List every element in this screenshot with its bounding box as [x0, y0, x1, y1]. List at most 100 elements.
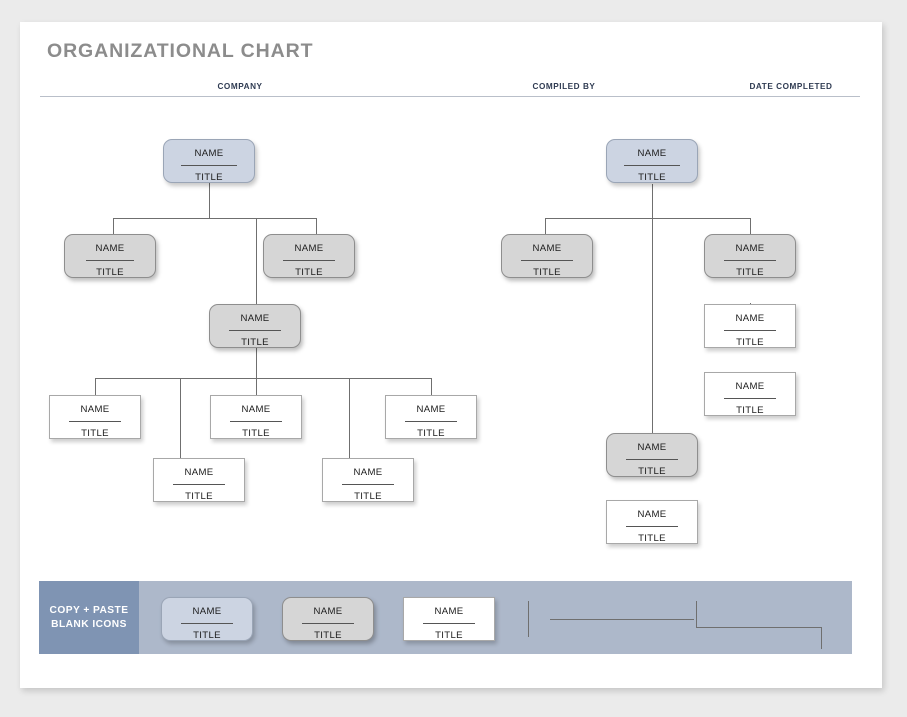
legend-bar: COPY + PASTE BLANK ICONS NAME TITLE NAME…	[39, 581, 852, 654]
org-node-name: NAME	[637, 148, 667, 159]
connector-right-to-r2a	[545, 218, 546, 245]
org-node-name: NAME	[184, 467, 214, 478]
connector-left-level2-bus	[113, 218, 316, 219]
org-node-left-l2c[interactable]: NAME TITLE	[209, 304, 301, 348]
org-node-right-r3a[interactable]: NAME TITLE	[704, 304, 796, 348]
connector-left-l2c-stem	[256, 343, 257, 378]
connector-left-root-stem	[209, 182, 210, 218]
legend-connector-elbow-vertical-left[interactable]	[696, 601, 697, 627]
org-node-name: NAME	[241, 404, 271, 415]
org-node-left-l3c[interactable]: NAME TITLE	[385, 395, 477, 439]
connector-left-to-l3c	[431, 378, 432, 406]
connector-left-to-l2c	[256, 218, 257, 315]
org-node-divider	[229, 329, 281, 331]
org-node-name: NAME	[313, 606, 343, 617]
legend-sample-gray-node[interactable]: NAME TITLE	[282, 597, 374, 641]
org-node-left-l3a[interactable]: NAME TITLE	[49, 395, 141, 439]
org-node-title: TITLE	[638, 171, 666, 183]
legend-sample-blue-node[interactable]: NAME TITLE	[161, 597, 253, 641]
org-node-title: TITLE	[295, 266, 323, 278]
org-node-left-root[interactable]: NAME TITLE	[163, 139, 255, 183]
org-node-name: NAME	[735, 381, 765, 392]
org-node-divider	[173, 483, 225, 485]
org-node-right-r4[interactable]: NAME TITLE	[606, 433, 698, 477]
org-node-title: TITLE	[435, 629, 463, 641]
org-node-title: TITLE	[193, 629, 221, 641]
connector-right-level2-bus	[545, 218, 750, 219]
header-label-compiled-by: COMPILED BY	[532, 82, 596, 91]
org-node-divider	[181, 622, 233, 624]
org-node-title: TITLE	[354, 490, 382, 502]
org-node-divider	[69, 420, 121, 422]
page-title: ORGANIZATIONAL CHART	[47, 40, 314, 62]
chart-page: ORGANIZATIONAL CHART COMPANY COMPILED BY…	[20, 22, 882, 688]
connector-left-to-l2b	[316, 218, 317, 245]
header-divider	[40, 96, 860, 97]
org-node-left-l4a[interactable]: NAME TITLE	[153, 458, 245, 502]
org-node-left-l4b[interactable]: NAME TITLE	[322, 458, 414, 502]
header-label-date-completed: DATE COMPLETED	[749, 82, 833, 91]
org-node-name: NAME	[294, 243, 324, 254]
org-node-divider	[724, 259, 776, 261]
connector-left-to-l2a	[113, 218, 114, 245]
connector-left-to-l3b	[256, 378, 257, 406]
org-node-divider	[626, 525, 678, 527]
org-node-name: NAME	[194, 148, 224, 159]
org-node-left-l2a[interactable]: NAME TITLE	[64, 234, 156, 278]
org-node-divider	[521, 259, 573, 261]
org-node-left-l2b[interactable]: NAME TITLE	[263, 234, 355, 278]
org-node-divider	[302, 622, 354, 624]
org-node-name: NAME	[637, 509, 667, 520]
legend-tag: COPY + PASTE BLANK ICONS	[39, 581, 139, 654]
org-node-divider	[724, 397, 776, 399]
org-node-title: TITLE	[314, 629, 342, 641]
connector-right-root-stem	[652, 184, 653, 218]
org-node-divider	[724, 329, 776, 331]
legend-sample-white-node[interactable]: NAME TITLE	[403, 597, 495, 641]
org-node-divider	[624, 164, 680, 166]
org-node-title: TITLE	[241, 336, 269, 348]
org-node-name: NAME	[532, 243, 562, 254]
header-label-company: COMPANY	[217, 82, 263, 91]
connector-right-center-drop	[652, 218, 653, 456]
legend-connector-vertical-line[interactable]	[528, 601, 529, 637]
org-node-name: NAME	[637, 442, 667, 453]
org-node-name: NAME	[95, 243, 125, 254]
org-node-right-r2b[interactable]: NAME TITLE	[704, 234, 796, 278]
org-node-title: TITLE	[81, 427, 109, 439]
legend-tag-line2: BLANK ICONS	[51, 618, 127, 630]
legend-connector-horizontal-line[interactable]	[550, 619, 694, 620]
org-node-title: TITLE	[533, 266, 561, 278]
org-node-name: NAME	[735, 313, 765, 324]
org-node-name: NAME	[434, 606, 464, 617]
org-node-title: TITLE	[736, 266, 764, 278]
org-node-name: NAME	[240, 313, 270, 324]
org-node-right-r3b[interactable]: NAME TITLE	[704, 372, 796, 416]
legend-connector-elbow-vertical-right[interactable]	[821, 627, 822, 649]
legend-tag-line1: COPY + PASTE	[49, 604, 129, 616]
org-node-name: NAME	[735, 243, 765, 254]
org-node-title: TITLE	[96, 266, 124, 278]
org-node-right-r2a[interactable]: NAME TITLE	[501, 234, 593, 278]
org-node-divider	[181, 164, 237, 166]
connector-left-to-l3a	[95, 378, 96, 406]
org-node-divider	[405, 420, 457, 422]
org-node-title: TITLE	[638, 465, 666, 477]
org-node-title: TITLE	[185, 490, 213, 502]
org-node-name: NAME	[80, 404, 110, 415]
org-node-title: TITLE	[242, 427, 270, 439]
connector-right-to-r2b	[750, 218, 751, 245]
org-node-title: TITLE	[638, 532, 666, 544]
org-node-title: TITLE	[195, 171, 223, 183]
connector-left-to-l4b	[349, 378, 350, 469]
org-node-right-root[interactable]: NAME TITLE	[606, 139, 698, 183]
org-node-divider	[626, 458, 678, 460]
org-node-left-l3b[interactable]: NAME TITLE	[210, 395, 302, 439]
org-node-right-r5[interactable]: NAME TITLE	[606, 500, 698, 544]
legend-connector-elbow-horizontal[interactable]	[696, 627, 822, 628]
org-node-divider	[423, 622, 475, 624]
org-node-name: NAME	[192, 606, 222, 617]
org-node-divider	[230, 420, 282, 422]
org-node-divider	[283, 259, 335, 261]
org-node-divider	[86, 259, 134, 261]
